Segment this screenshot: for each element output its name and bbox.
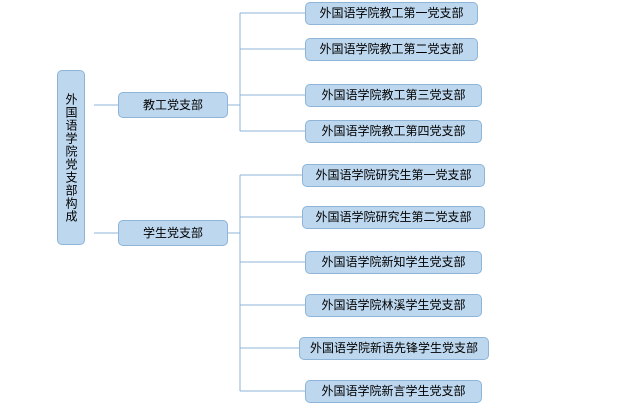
leaf-node-student-4[interactable]: 外国语学院林溪学生党支部	[305, 294, 482, 317]
leaf-node-student-3[interactable]: 外国语学院新知学生党支部	[305, 251, 482, 274]
leaf-node-faculty-1[interactable]: 外国语学院教工第一党支部	[305, 2, 478, 25]
leaf-node-student-1[interactable]: 外国语学院研究生第一党支部	[302, 164, 485, 187]
leaf-node-faculty-2[interactable]: 外国语学院教工第二党支部	[305, 38, 478, 61]
branch-node-student[interactable]: 学生党支部	[118, 220, 228, 246]
leaf-node-student-5[interactable]: 外国语学院新语先锋学生党支部	[299, 337, 489, 360]
leaf-node-student-2[interactable]: 外国语学院研究生第二党支部	[302, 206, 485, 229]
root-node[interactable]: 外国语学院党支部构成	[57, 70, 85, 245]
branch-node-faculty[interactable]: 教工党支部	[118, 92, 228, 118]
leaf-node-faculty-4[interactable]: 外国语学院教工第四党支部	[305, 120, 482, 143]
leaf-node-student-6[interactable]: 外国语学院新言学生党支部	[305, 380, 482, 403]
leaf-node-faculty-3[interactable]: 外国语学院教工第三党支部	[305, 84, 482, 107]
